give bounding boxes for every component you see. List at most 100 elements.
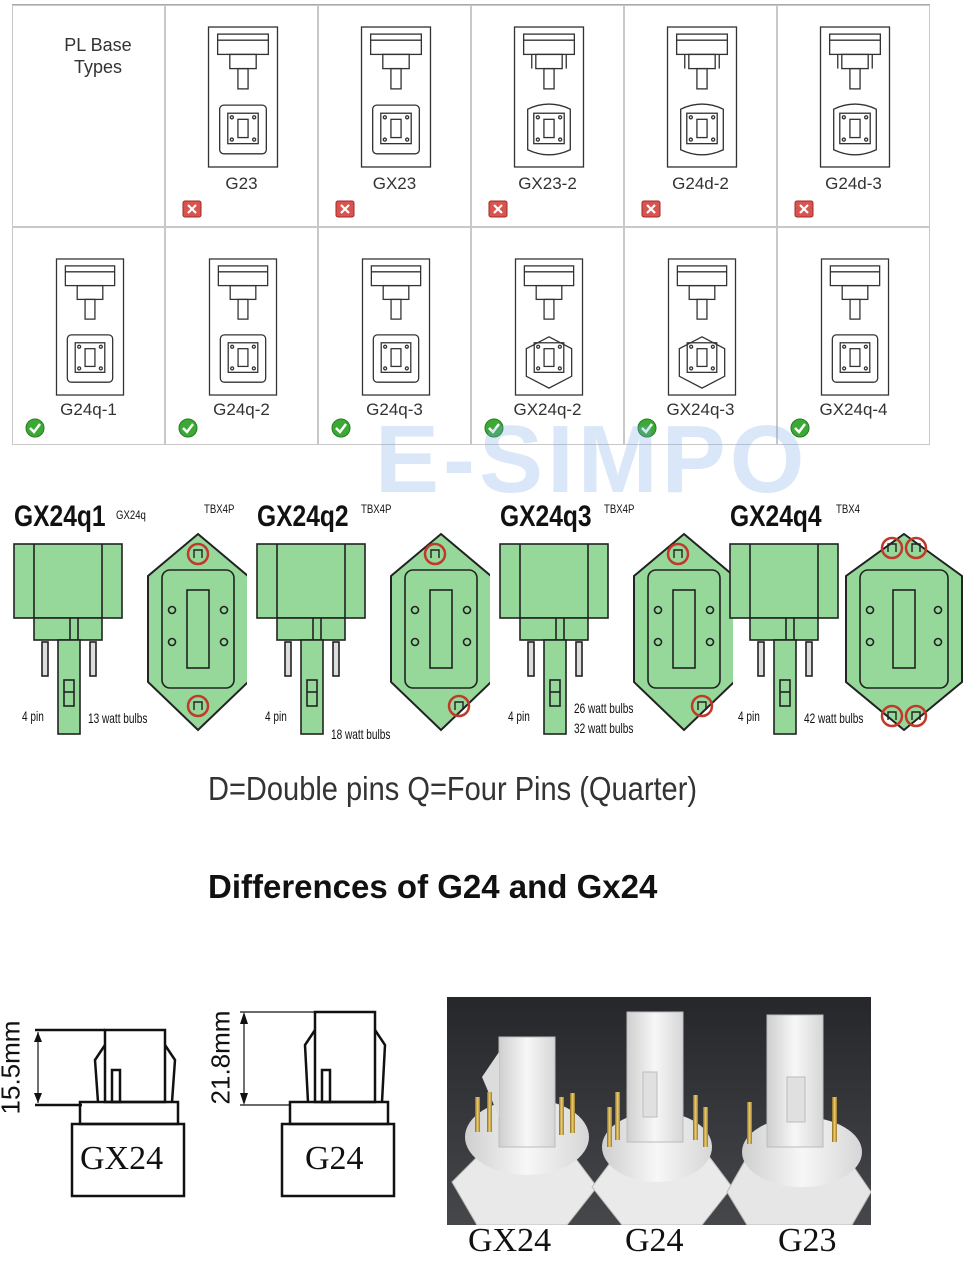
base-type-label: G24d-2 [672, 174, 729, 193]
base-drawing [353, 258, 439, 401]
green-diagram-title: GX24q2 [257, 500, 349, 533]
base-type-label: GX24q-3 [666, 400, 735, 419]
status-badge [794, 199, 814, 218]
check-icon [637, 418, 657, 438]
x-icon [182, 200, 202, 218]
green-diagram-alt-code: TBX4P [604, 502, 635, 516]
base-drawing-icon [666, 26, 738, 168]
status-badge [641, 199, 661, 218]
green-wattage: 42 watt bulbs [804, 710, 864, 726]
grid-cell-gx24q-4: GX24q-4 [777, 227, 930, 445]
status-badge [178, 418, 198, 438]
green-pin-count: 4 pin [22, 708, 44, 724]
grid-cell-g24d-3: G24d-3 [777, 5, 930, 227]
check-icon [178, 418, 198, 438]
photo-label-gx24: GX24 [468, 1222, 552, 1259]
base-drawing-icon [819, 26, 891, 168]
base-drawing [506, 26, 592, 173]
pin-caption: D=Double pins Q=Four Pins (Quarter) [208, 770, 698, 807]
gx24-outline-svg [34, 1028, 186, 1198]
g24-drawing: 21.8mm G24 [205, 990, 410, 1200]
check-icon [484, 418, 504, 438]
status-badge [790, 418, 810, 438]
base-drawing [659, 26, 745, 173]
status-badge [637, 418, 657, 438]
green-diagram-title: GX24q1 [14, 500, 106, 533]
check-icon [790, 418, 810, 438]
base-drawing [659, 258, 745, 401]
status-badge [335, 199, 355, 218]
watermark-logo: E-SIMPO [375, 406, 809, 513]
base-drawing [506, 258, 592, 401]
status-badge [488, 199, 508, 218]
base-drawing [47, 258, 133, 401]
green-pin-count: 4 pin [738, 708, 760, 724]
grid-cell-g24q-3: G24q-3 [318, 227, 471, 445]
green-diagram-svg [729, 532, 963, 735]
photo-socket-gx24 [451, 1036, 598, 1225]
base-drawing-icon [207, 26, 279, 168]
base-drawing [812, 26, 898, 173]
sockets-photo [447, 997, 871, 1225]
green-diagram-alt-code: TBX4P [204, 502, 235, 516]
x-icon [335, 200, 355, 218]
g24-outline-svg [240, 1010, 396, 1198]
base-type-label: G24d-3 [825, 174, 882, 193]
status-badge [484, 418, 504, 438]
base-type-label: GX24q-4 [819, 400, 888, 419]
grid-header-line1: PL Base [64, 35, 132, 55]
status-badge [182, 199, 202, 218]
base-drawing-icon [667, 258, 737, 396]
green-diagram-svg [256, 532, 490, 735]
g24-height-dim: 21.8mm [205, 1010, 236, 1105]
x-icon [641, 200, 661, 218]
base-type-label: G24q-1 [60, 400, 117, 419]
sockets-photo-svg [447, 997, 871, 1225]
base-drawing [200, 26, 286, 173]
base-drawing-icon [514, 258, 584, 396]
photo-socket-g24 [591, 1011, 733, 1225]
x-icon [794, 200, 814, 218]
green-wattage: 32 watt bulbs [574, 720, 634, 736]
grid-header-cell: PL Base Types [12, 5, 165, 227]
grid-cell-gx23: GX23 [318, 5, 471, 227]
base-drawing [200, 258, 286, 401]
photo-label-g23: G23 [778, 1222, 837, 1259]
gx24-drawing-label: GX24 [80, 1140, 164, 1177]
base-drawing-icon [55, 258, 125, 396]
green-diagram-title: GX24q3 [500, 500, 592, 533]
base-drawing-icon [513, 26, 585, 168]
differences-heading: Differences of G24 and Gx24 [208, 868, 658, 905]
green-diagram-alt-code: TBX4 [836, 502, 861, 516]
grid-cell-gx24q-3: GX24q-3 [624, 227, 777, 445]
status-badge [25, 418, 45, 438]
grid-cell-g24d-2: G24d-2 [624, 5, 777, 227]
base-type-label: GX23 [372, 174, 417, 193]
base-drawing [812, 258, 898, 401]
base-type-label: GX24q-2 [513, 400, 582, 419]
green-diagram-svg [499, 532, 733, 735]
green-diagram-svg [13, 532, 247, 735]
green-wattage: 18 watt bulbs [331, 726, 391, 742]
base-drawing-icon [208, 258, 278, 396]
green-wattage: 26 watt bulbs [574, 700, 634, 716]
grid-cell-gx24q-2: GX24q-2 [471, 227, 624, 445]
status-badge [331, 418, 351, 438]
check-icon [331, 418, 351, 438]
photo-label-g24: G24 [625, 1222, 684, 1259]
green-diagram-subtype: GX24q [116, 508, 146, 522]
grid-header-text: PL Base Types [43, 34, 153, 78]
base-drawing [353, 26, 439, 173]
check-icon [25, 418, 45, 438]
base-type-label: G24q-3 [366, 400, 423, 419]
grid-cell-g24q-1: G24q-1 [12, 227, 165, 445]
base-type-label: GX23-2 [518, 174, 577, 193]
base-drawing-icon [360, 26, 432, 168]
photo-socket-g23 [726, 1014, 871, 1225]
grid-header-line2: Types [73, 57, 123, 77]
